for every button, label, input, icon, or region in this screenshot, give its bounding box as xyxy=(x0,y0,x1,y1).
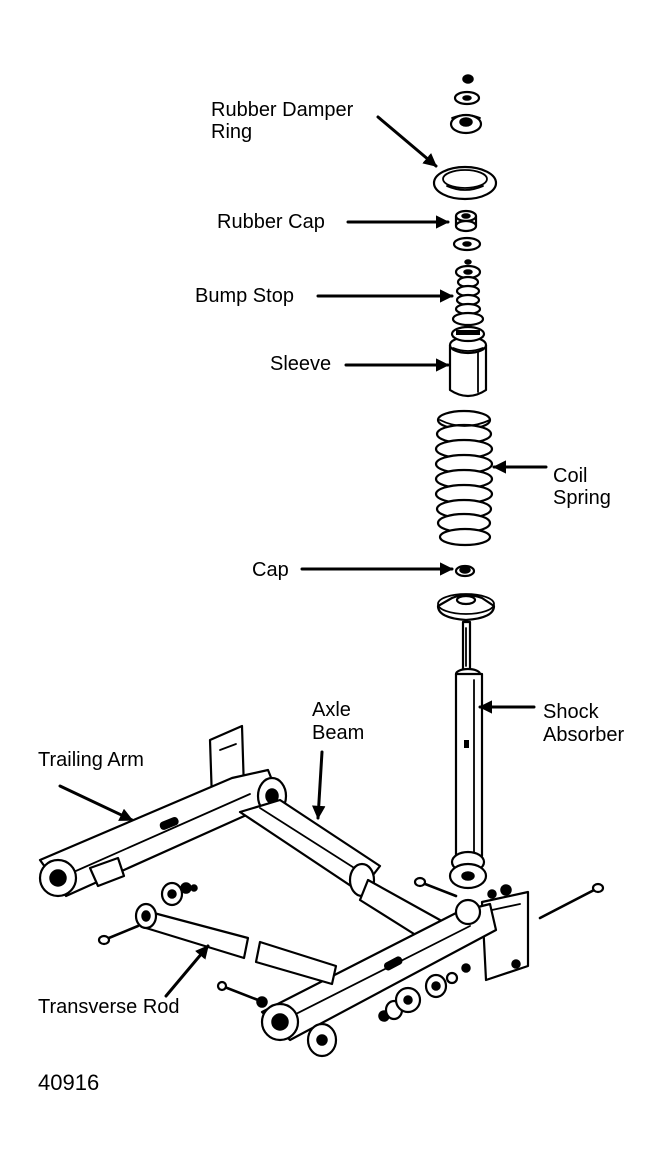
shock-absorber-part xyxy=(448,620,488,890)
label-axle: Axle xyxy=(312,699,351,721)
arrow-trailing-arm xyxy=(58,784,134,822)
sleeve-part xyxy=(448,325,488,398)
figure-number: 40916 xyxy=(38,1070,99,1095)
label-beam: Beam xyxy=(312,722,364,744)
axle-assembly xyxy=(38,724,605,1042)
label-cap: Cap xyxy=(252,559,289,581)
label-absorber: Absorber xyxy=(543,724,624,746)
label-coil: Coil xyxy=(553,465,587,487)
rubber-damper-ring-part xyxy=(432,165,498,201)
lower-spring-seat xyxy=(436,593,496,622)
label-trailing-arm: Trailing Arm xyxy=(38,749,144,771)
label-spring: Spring xyxy=(553,487,611,509)
label-shock: Shock xyxy=(543,701,600,723)
label-transverse-rod: Transverse Rod xyxy=(38,996,180,1018)
top-nut xyxy=(462,74,474,84)
coil-spring-part xyxy=(434,409,494,547)
label-ring: Ring xyxy=(211,121,252,143)
upper-bushing xyxy=(449,113,483,135)
label-sleeve: Sleeve xyxy=(270,353,331,375)
transverse-rod-part xyxy=(97,881,512,1058)
label-rubber-cap: Rubber Cap xyxy=(217,211,325,233)
label-rubber-damper: Rubber Damper xyxy=(211,99,354,121)
bump-stop-part xyxy=(451,259,485,327)
arrow-transverse-rod xyxy=(164,944,210,998)
label-bump-stop: Bump Stop xyxy=(195,285,294,307)
arrow-axle-beam xyxy=(311,750,326,820)
cap-part xyxy=(454,564,476,578)
arrow-rubber-damper-ring xyxy=(376,115,438,168)
top-washer xyxy=(453,90,481,106)
rubber-cap-part xyxy=(452,209,482,252)
